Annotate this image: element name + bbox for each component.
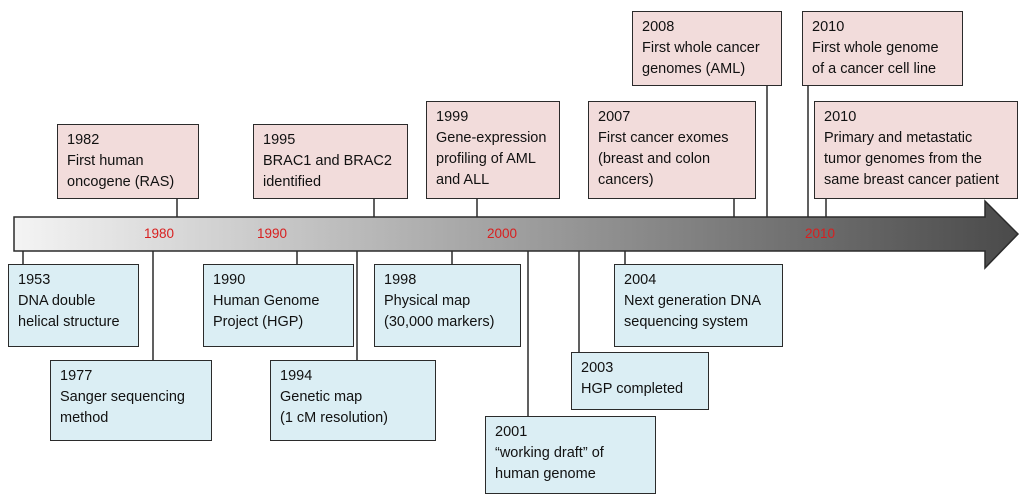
event-year: 2010 [812,19,845,35]
event-description-line: Project (HGP) [213,314,304,330]
event-description-line: genomes (AML) [642,61,746,77]
event-description-line: Physical map [384,293,471,309]
year-label-1980: 1980 [144,226,175,241]
event-description-line: of a cancer cell line [812,61,937,77]
event-description-line: sequencing system [624,314,749,330]
event-box-2001: 2001 “working draft” of human genome [485,416,656,494]
event-description-line: “working draft” of [495,445,604,461]
event-year: 1998 [384,272,417,288]
event-description-line: (1 cM resolution) [280,410,388,426]
event-description-line: Primary and metastatic [824,130,973,146]
event-description-line: (breast and colon [598,151,711,167]
event-description-line: and ALL [436,172,490,188]
event-year: 2008 [642,19,675,35]
event-description-line: BRAC1 and BRAC2 [263,153,392,169]
event-description-line: Next generation DNA [624,293,762,309]
event-description-line: profiling of AML [436,151,536,167]
event-description-line: First whole genome [812,40,939,56]
event-description-line: Sanger sequencing [60,389,185,405]
event-year: 1990 [213,272,246,288]
event-description-line: Genetic map [280,389,363,405]
event-year: 1999 [436,109,469,125]
event-description-line: First whole cancer [642,40,760,56]
event-year: 1995 [263,132,296,148]
event-year: 1953 [18,272,51,288]
event-year: 1982 [67,132,100,148]
event-description-line: Gene-expression [436,130,547,146]
event-description-line: identified [263,174,322,190]
year-label-2000: 2000 [487,226,518,241]
timeline-arrow [13,199,1020,270]
event-description-line: Human Genome [213,293,320,309]
event-year: 2003 [581,360,614,376]
event-year: 2007 [598,109,631,125]
event-description-line: cancers) [598,172,654,188]
event-description-line: same breast cancer patient [824,172,999,188]
event-description-line: human genome [495,466,596,482]
year-label-2010: 2010 [805,226,836,241]
year-label-1990: 1990 [257,226,288,241]
event-description-line: tumor genomes from the [824,151,982,167]
event-description-line: oncogene (RAS) [67,174,175,190]
event-year: 2010 [824,109,857,125]
event-description-line: First cancer exomes [598,130,729,146]
event-description-line: First human [67,153,144,169]
event-year: 1977 [60,368,93,384]
event-description-line: HGP completed [581,381,684,397]
event-year: 1994 [280,368,313,384]
event-description-line: (30,000 markers) [384,314,495,330]
event-year: 2001 [495,424,528,440]
event-description-line: DNA double [18,293,96,309]
connector-lines [22,86,827,416]
event-year: 2004 [624,272,657,288]
event-description-line: helical structure [18,314,120,330]
event-description-line: method [60,410,109,426]
